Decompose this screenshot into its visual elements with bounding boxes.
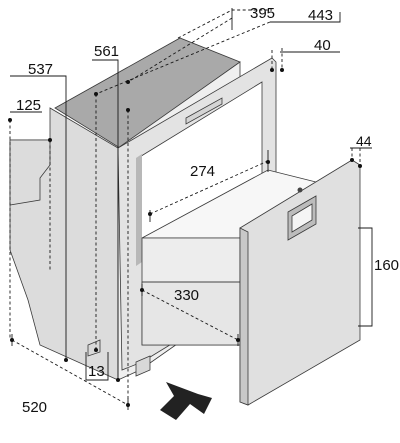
ext-537 [10,75,67,360]
dimension-lines [9,8,373,410]
dim-label-443: 443 [308,7,333,24]
frame-shadow-strip [136,154,142,266]
dim-395 [127,17,233,83]
dim-13 [85,352,109,381]
frame-handle-slot [185,97,223,125]
base-feet [87,339,151,377]
dim-label-160: 160 [374,257,399,274]
dim-label-125: 125 [16,97,41,114]
dim-label-561: 561 [94,43,119,60]
dim-label-520: 520 [22,399,47,416]
dim-label-44: 44 [356,133,372,149]
dimension-dots [8,68,362,407]
dim-520 [11,339,129,406]
dim-330 [141,289,239,341]
door-handle-inner [291,203,313,233]
dim-label-330: 330 [174,287,199,304]
door [239,159,361,406]
dim-160 [358,227,373,327]
ext-561 [92,59,119,380]
dim-label-274: 274 [190,163,215,180]
dim-label-13: 13 [88,363,105,380]
dim-label-537: 537 [28,61,53,78]
door-hinge-dot [297,187,303,193]
ext-443 [270,12,341,23]
arrow-right-icon [160,382,212,420]
dim-443 [95,21,271,95]
dim-label-395: 395 [250,5,275,22]
door-side-edge [239,227,249,406]
dim-label-40: 40 [314,37,331,54]
foot-right [135,355,151,377]
drawer [141,169,342,346]
